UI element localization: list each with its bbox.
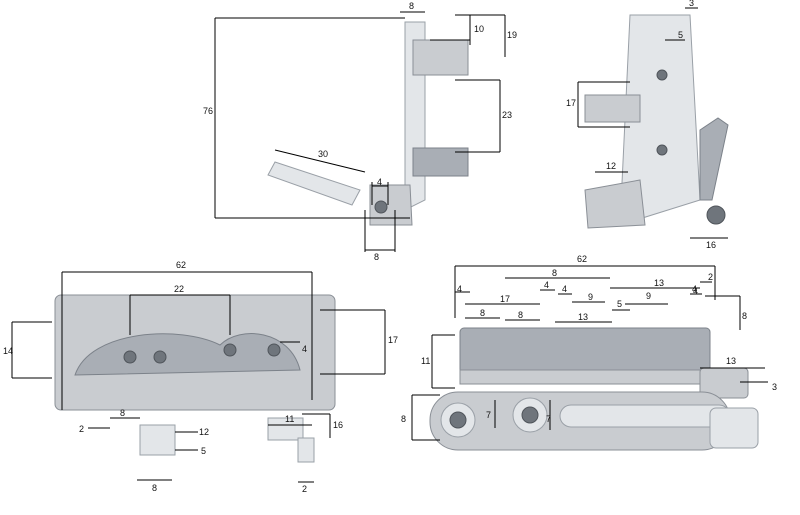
dim-label: 13	[726, 356, 736, 366]
dim-label: 2	[79, 424, 84, 434]
dim-label: 16	[333, 420, 343, 430]
dim-label: 76	[203, 106, 213, 116]
dim-label: 4	[692, 284, 697, 294]
dim-label: 7	[546, 414, 551, 424]
dim-label: 2	[708, 272, 713, 282]
dim-label: 11	[421, 356, 430, 366]
dim-label: 4	[457, 284, 462, 294]
bottom-right-hinge-part	[429, 327, 759, 451]
dim-label: 30	[318, 149, 328, 159]
dim-label: 17	[500, 294, 510, 304]
dim-label: 13	[578, 312, 588, 322]
dim-label: 2	[302, 484, 307, 494]
dim-label: 3	[689, 0, 694, 8]
dim-label: 19	[507, 30, 517, 40]
dim-label: 9	[588, 292, 593, 302]
top-left-hinge-part	[267, 21, 469, 226]
dim-label: 5	[617, 299, 622, 309]
dim-label: 3	[772, 382, 777, 392]
bottom-left-hinge-part	[54, 294, 336, 463]
dim-label: 4	[562, 284, 567, 294]
dim-label: 62	[577, 254, 587, 264]
bottom-left-dimensions: 62 22 14 17 4 8 2 12 5 8 11 16 2	[3, 260, 398, 494]
dim-label: 8	[120, 408, 125, 418]
dim-label: 5	[201, 446, 206, 456]
dim-label: 8	[742, 311, 747, 321]
dim-label: 8	[374, 252, 379, 262]
dim-label: 4	[544, 280, 549, 290]
dim-label: 22	[174, 284, 184, 294]
dim-label: 4	[693, 286, 698, 296]
top-right-hinge-part	[584, 14, 729, 229]
dim-label: 14	[3, 346, 13, 356]
top-left-dimensions: 76 8 10 19 23 30 4 8	[203, 1, 517, 262]
dim-label: 62	[176, 260, 186, 270]
dim-label: 7	[486, 410, 491, 420]
dim-label: 8	[480, 308, 485, 318]
dim-label: 9	[646, 291, 651, 301]
dim-label: 8	[518, 310, 523, 320]
dim-label: 17	[388, 335, 398, 345]
dim-label: 8	[552, 268, 557, 278]
dim-label: 5	[678, 30, 683, 40]
dim-label: 8	[152, 483, 157, 493]
dim-label: 11	[285, 414, 294, 424]
dim-label: 12	[199, 427, 209, 437]
dim-label: 4	[302, 344, 307, 354]
dim-label: 8	[401, 414, 406, 424]
top-right-dimensions: 3 5 17 12 16	[566, 0, 728, 250]
dim-label: 4	[377, 177, 382, 187]
dim-label: 8	[409, 1, 414, 11]
bottom-right-dimensions: 62 8 4 4 4 17 13 2 4 9 9 4 8 8 5 13 8	[401, 254, 777, 441]
dim-label: 12	[606, 161, 616, 171]
dim-label: 13	[654, 278, 664, 288]
dim-label: 17	[566, 98, 576, 108]
dim-label: 23	[502, 110, 512, 120]
dim-label: 16	[706, 240, 716, 250]
dim-label: 10	[474, 24, 484, 34]
